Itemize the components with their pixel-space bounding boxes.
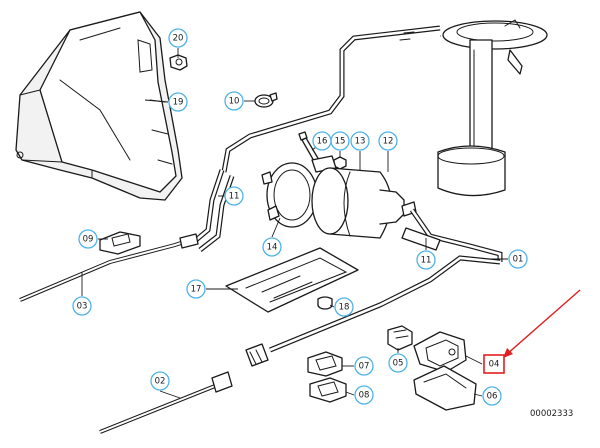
drawing-number: 00002333 bbox=[530, 409, 573, 419]
nut-part bbox=[169, 54, 188, 71]
callout-marker bbox=[262, 237, 282, 257]
callout-marker bbox=[388, 353, 408, 373]
callout-01: 01 bbox=[508, 249, 528, 269]
callout-marker bbox=[508, 249, 528, 269]
callout-04-highlighted: 04 bbox=[483, 354, 505, 374]
callout-02: 02 bbox=[150, 371, 170, 391]
callout-marker bbox=[350, 131, 370, 151]
callout-marker bbox=[168, 92, 188, 112]
callout-marker bbox=[416, 250, 436, 270]
callout-number: 14 bbox=[267, 243, 278, 253]
callout-15: 15 bbox=[330, 131, 350, 151]
filter-bracket-part bbox=[261, 162, 318, 228]
bracket-04-part bbox=[413, 331, 467, 373]
callout-11: 11 bbox=[416, 250, 436, 270]
callout-17: 17 bbox=[186, 279, 206, 299]
callout-marker bbox=[186, 279, 206, 299]
callout-number: 04 bbox=[489, 360, 500, 370]
callout-16: 16 bbox=[312, 131, 332, 151]
callout-marker bbox=[224, 91, 244, 111]
callout-marker bbox=[78, 229, 98, 249]
callout-05: 05 bbox=[388, 353, 408, 373]
callout-number: 11 bbox=[229, 192, 240, 202]
callout-06: 06 bbox=[482, 386, 502, 406]
callout-20: 20 bbox=[168, 28, 188, 48]
callout-number: 03 bbox=[77, 302, 88, 312]
callout-13: 13 bbox=[350, 131, 370, 151]
callout-number: 13 bbox=[355, 137, 366, 147]
callout-number: 07 bbox=[359, 362, 370, 372]
callout-07: 07 bbox=[354, 356, 374, 376]
callout-number: 18 bbox=[339, 303, 350, 313]
fuel-lines bbox=[194, 25, 441, 252]
callout-number: 20 bbox=[173, 34, 184, 44]
callout-marker bbox=[483, 354, 505, 374]
callout-number: 11 bbox=[421, 256, 432, 266]
callout-number: 19 bbox=[173, 98, 184, 108]
callout-09: 09 bbox=[78, 229, 98, 249]
callout-number: 02 bbox=[155, 377, 166, 387]
callout-marker bbox=[354, 385, 374, 405]
callout-11: 11 bbox=[224, 186, 244, 206]
cover-06-part bbox=[413, 365, 477, 411]
callout-marker bbox=[482, 386, 502, 406]
clip-07-part bbox=[307, 351, 343, 377]
callout-marker bbox=[378, 131, 398, 151]
callout-08: 08 bbox=[354, 385, 374, 405]
callout-10: 10 bbox=[224, 91, 244, 111]
callout-number: 06 bbox=[487, 392, 498, 402]
callout-number: 08 bbox=[359, 391, 370, 401]
callout-number: 05 bbox=[393, 359, 404, 369]
callout-marker bbox=[150, 371, 170, 391]
lower-fuel-line bbox=[245, 208, 503, 367]
callout-12: 12 bbox=[378, 131, 398, 151]
callout-14: 14 bbox=[262, 237, 282, 257]
callout-marker bbox=[334, 297, 354, 317]
callout-number: 09 bbox=[83, 235, 94, 245]
fuel-line-lower-part bbox=[99, 371, 233, 434]
callout-number: 01 bbox=[513, 255, 524, 265]
fuel-filter-part bbox=[311, 167, 417, 239]
callout-03: 03 bbox=[72, 296, 92, 316]
callout-number: 15 bbox=[335, 137, 346, 147]
clip-08-part bbox=[309, 377, 347, 403]
tank-sender-unit bbox=[437, 19, 548, 197]
callout-marker bbox=[168, 28, 188, 48]
grommet-part bbox=[317, 296, 333, 310]
highlight-arrow bbox=[503, 289, 581, 358]
callout-marker bbox=[72, 296, 92, 316]
callout-number: 10 bbox=[229, 97, 240, 107]
fuel-line-left-part bbox=[19, 233, 199, 302]
heat-shield-plate-part bbox=[225, 247, 359, 313]
callout-marker bbox=[354, 356, 374, 376]
hose-clamp-part bbox=[254, 92, 278, 108]
callout-19: 19 bbox=[168, 92, 188, 112]
line-clip-part bbox=[99, 231, 141, 255]
callout-labels: 01 02 03 04 05 06 07 08 09 10 11 11 12 13 14 15 16 17 18 19… bbox=[72, 28, 528, 406]
callout-number: 17 bbox=[191, 285, 202, 295]
callout-marker bbox=[224, 186, 244, 206]
callout-number: 12 bbox=[383, 137, 394, 147]
callout-18: 18 bbox=[334, 297, 354, 317]
rubber-mount-part bbox=[387, 325, 413, 351]
heat-shield-part bbox=[15, 11, 183, 201]
callout-marker bbox=[312, 131, 332, 151]
callout-number: 16 bbox=[317, 137, 328, 147]
